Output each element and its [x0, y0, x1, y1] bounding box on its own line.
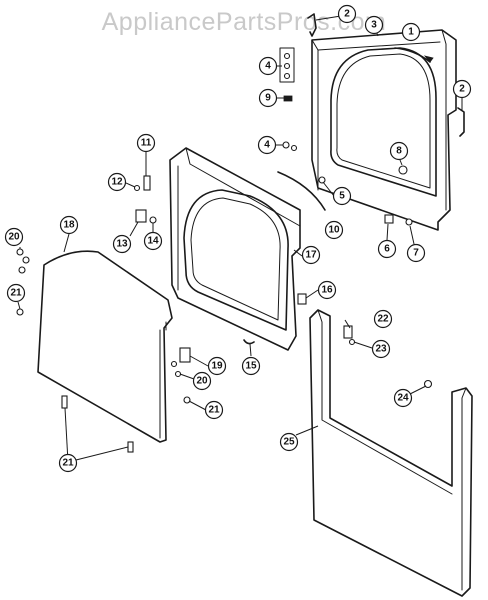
hook-15: [243, 339, 255, 345]
svg-text:6: 6: [384, 244, 390, 255]
svg-text:8: 8: [396, 146, 402, 157]
callout-23: 23: [371, 339, 391, 359]
hardware-11-14: [133, 175, 157, 224]
pin-21-a: [61, 395, 68, 409]
callout-8: 8: [389, 141, 409, 161]
callout-2: 2: [452, 79, 472, 99]
svg-text:2: 2: [459, 84, 465, 95]
callout-12: 12: [107, 172, 127, 192]
callout-6: 6: [377, 239, 397, 259]
callout-13: 13: [112, 234, 132, 254]
svg-text:21: 21: [10, 288, 22, 299]
callout-4: 4: [258, 56, 278, 76]
bracket-16: [297, 293, 307, 305]
svg-text:11: 11: [141, 138, 152, 149]
svg-text:18: 18: [63, 220, 75, 231]
pin-21-b: [127, 441, 134, 453]
svg-text:23: 23: [375, 344, 387, 355]
callout-4: 4: [257, 135, 277, 155]
svg-text:24: 24: [397, 393, 409, 404]
hardware-4-lower: [282, 141, 298, 152]
svg-text:3: 3: [371, 20, 377, 31]
svg-text:22: 22: [377, 314, 389, 325]
svg-text:13: 13: [116, 239, 128, 250]
svg-text:21: 21: [208, 405, 220, 416]
front-panel-frame: [169, 147, 301, 351]
svg-text:19: 19: [211, 361, 223, 372]
callout-1: 1: [401, 22, 421, 42]
arc-arrow-1-head: [423, 55, 434, 63]
callout-20: 20: [192, 371, 212, 391]
hardware-20-left: [16, 248, 30, 274]
svg-text:5: 5: [339, 191, 345, 202]
svg-text:4: 4: [265, 61, 271, 72]
callout-17: 17: [301, 245, 321, 265]
hardware-4-upper: [279, 47, 295, 83]
clip-6: [384, 214, 394, 224]
svg-text:2: 2: [344, 9, 350, 20]
door-panel-18: [37, 250, 173, 443]
bracket-2-top: [307, 13, 317, 37]
arc-arrow-10: [277, 171, 326, 211]
svg-text:12: 12: [111, 177, 123, 188]
svg-text:4: 4: [264, 140, 270, 151]
bracket-2-right: [457, 107, 465, 137]
callout-24: 24: [393, 388, 413, 408]
part-8: [398, 165, 408, 175]
hardware-22-23: [343, 325, 356, 346]
arc-arrow-1: [394, 47, 431, 63]
callout-25: 25: [279, 432, 299, 452]
svg-text:16: 16: [321, 285, 333, 296]
callout-14: 14: [143, 231, 163, 251]
svg-text:20: 20: [196, 376, 208, 387]
screw-21-mid: [183, 396, 191, 404]
svg-text:1: 1: [408, 27, 414, 38]
svg-text:17: 17: [305, 250, 317, 261]
screw-21-left: [16, 308, 24, 316]
callout-21: 21: [6, 283, 26, 303]
rear-bulkhead-frame: [311, 29, 457, 231]
svg-text:21: 21: [62, 458, 74, 469]
svg-text:10: 10: [328, 225, 340, 236]
callout-21: 21: [58, 453, 78, 473]
svg-text:14: 14: [147, 236, 159, 247]
callout-18: 18: [59, 215, 79, 235]
callout-22: 22: [373, 309, 393, 329]
callout-3: 3: [364, 15, 384, 35]
callout-9: 9: [258, 88, 278, 108]
svg-text:25: 25: [283, 437, 295, 448]
svg-text:9: 9: [265, 93, 271, 104]
callout-20: 20: [4, 227, 24, 247]
clip-9: [283, 95, 293, 102]
screw-24: [423, 379, 433, 389]
svg-text:7: 7: [413, 248, 419, 259]
callout-11: 11: [136, 133, 156, 153]
svg-text:20: 20: [8, 232, 20, 243]
svg-text:15: 15: [245, 361, 257, 372]
hinge-19-20: [170, 347, 191, 378]
lower-panel-25: [309, 309, 473, 597]
callout-16: 16: [317, 280, 337, 300]
screw-5: [318, 176, 326, 184]
screw-7: [405, 218, 413, 226]
callout-21: 21: [204, 400, 224, 420]
callout-2: 2: [337, 4, 357, 24]
callout-5: 5: [332, 186, 352, 206]
callout-10: 10: [324, 220, 344, 240]
callout-7: 7: [406, 243, 426, 263]
callout-19: 19: [207, 356, 227, 376]
callout-15: 15: [241, 356, 261, 376]
callouts: 1 2 2 3 4 4 5 6 7 8 9 10 11 12 13 14 15 …: [4, 4, 472, 473]
